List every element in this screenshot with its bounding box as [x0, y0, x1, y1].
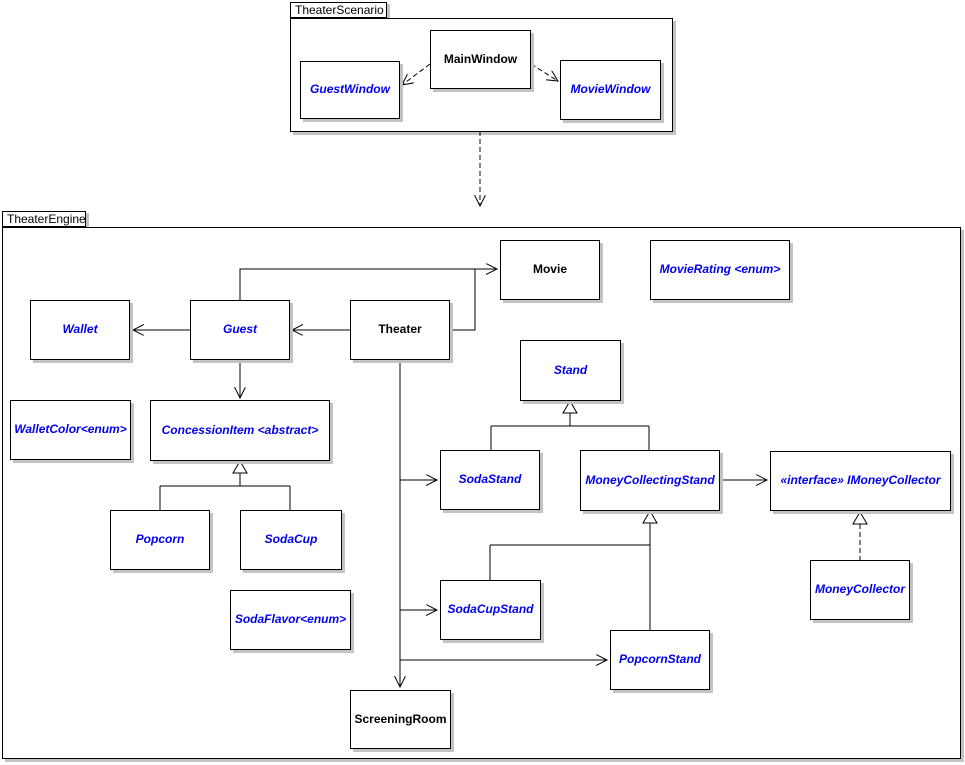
class-movierating-enum: MovieRating <enum> — [650, 240, 790, 300]
class-mainwindow: MainWindow — [430, 30, 531, 89]
class-label: ScreeningRoom — [354, 711, 447, 726]
class-label: Popcorn — [135, 532, 185, 547]
class-concessionitem: ConcessionItem <abstract> — [150, 400, 330, 461]
class-moneycollector: MoneyCollector — [810, 560, 910, 620]
class-label: WalletColor<enum> — [14, 422, 127, 437]
package-tab-theater-scenario: TheaterScenario — [290, 2, 387, 18]
package-label: TheaterScenario — [295, 3, 384, 17]
class-label: «interface» IMoneyCollector — [780, 473, 941, 488]
class-label: PopcornStand — [618, 652, 701, 667]
class-imoneycollector-interface: «interface» IMoneyCollector — [770, 451, 951, 511]
class-label: SodaFlavor<enum> — [234, 612, 347, 627]
class-label: MoneyCollector — [814, 582, 905, 597]
class-label: MovieWindow — [570, 82, 651, 97]
class-label: Theater — [378, 322, 422, 337]
class-popcornstand: PopcornStand — [610, 630, 710, 690]
class-label: SodaCup — [264, 532, 318, 547]
class-guestwindow: GuestWindow — [300, 61, 400, 119]
class-stand: Stand — [520, 340, 621, 401]
class-sodaflavor-enum: SodaFlavor<enum> — [230, 590, 351, 650]
class-label: Wallet — [62, 322, 98, 337]
class-sodastand: SodaStand — [440, 450, 540, 510]
class-label: MainWindow — [443, 51, 518, 66]
class-walletcolor-enum: WalletColor<enum> — [10, 400, 131, 460]
class-movie: Movie — [500, 240, 600, 300]
class-label: Movie — [532, 262, 567, 277]
class-popcorn: Popcorn — [110, 510, 210, 570]
class-guest: Guest — [190, 300, 290, 360]
package-tab-theater-engine: TheaterEngine — [2, 211, 86, 227]
class-label: ConcessionItem <abstract> — [161, 422, 319, 437]
class-theater: Theater — [350, 300, 450, 360]
class-label: MovieRating <enum> — [659, 262, 781, 277]
class-screeningroom: ScreeningRoom — [350, 690, 451, 749]
class-label: SodaStand — [458, 472, 522, 487]
class-label: GuestWindow — [310, 82, 390, 97]
class-wallet: Wallet — [30, 300, 130, 360]
class-moviewindow: MovieWindow — [560, 60, 661, 120]
class-sodacupstand: SodaCupStand — [440, 580, 541, 640]
class-sodacup: SodaCup — [240, 510, 342, 570]
class-label: SodaCupStand — [447, 602, 534, 617]
class-moneycollectingstand: MoneyCollectingStand — [580, 450, 720, 511]
package-label: TheaterEngine — [7, 212, 86, 226]
class-label: Guest — [222, 322, 257, 337]
class-label: Stand — [553, 362, 588, 377]
class-label: MoneyCollectingStand — [585, 472, 715, 487]
